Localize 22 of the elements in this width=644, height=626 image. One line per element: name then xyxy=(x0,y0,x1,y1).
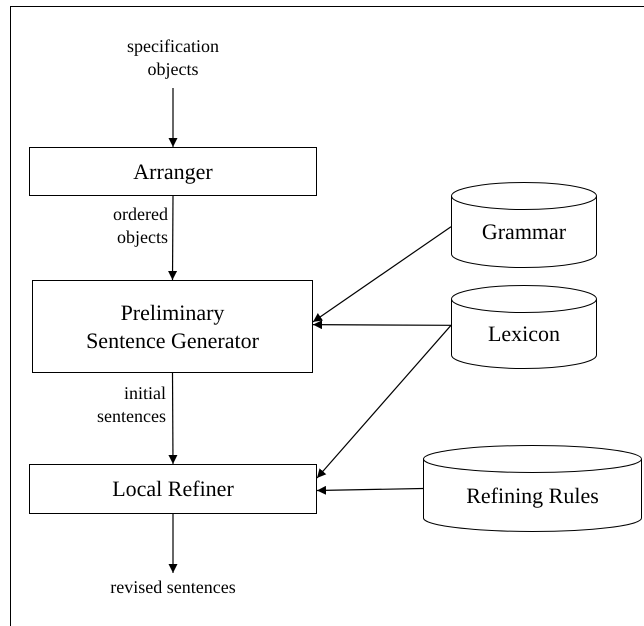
flow-label: specification objects xyxy=(108,28,238,88)
database-cylinder xyxy=(451,182,597,268)
node-label: Refining Rules xyxy=(466,482,599,510)
arrow xyxy=(168,88,178,147)
arrow xyxy=(312,226,452,322)
node-label: Local Refiner xyxy=(112,475,234,503)
arrow xyxy=(316,324,452,478)
process-box xyxy=(29,147,317,196)
process-box xyxy=(32,280,313,373)
arrow xyxy=(168,196,178,280)
database-cylinder xyxy=(423,445,642,532)
node-label: Lexicon xyxy=(488,320,560,348)
node-label: Grammar xyxy=(482,218,566,246)
node-label: Arranger xyxy=(133,158,213,186)
node-label: Preliminary Sentence Generator xyxy=(85,299,260,354)
arrow xyxy=(168,514,178,573)
flow-label: revised sentences xyxy=(58,573,288,603)
arrow xyxy=(313,320,451,330)
arrow xyxy=(168,373,178,464)
process-box xyxy=(29,464,317,514)
database-cylinder xyxy=(451,285,597,369)
arrow xyxy=(316,486,424,495)
